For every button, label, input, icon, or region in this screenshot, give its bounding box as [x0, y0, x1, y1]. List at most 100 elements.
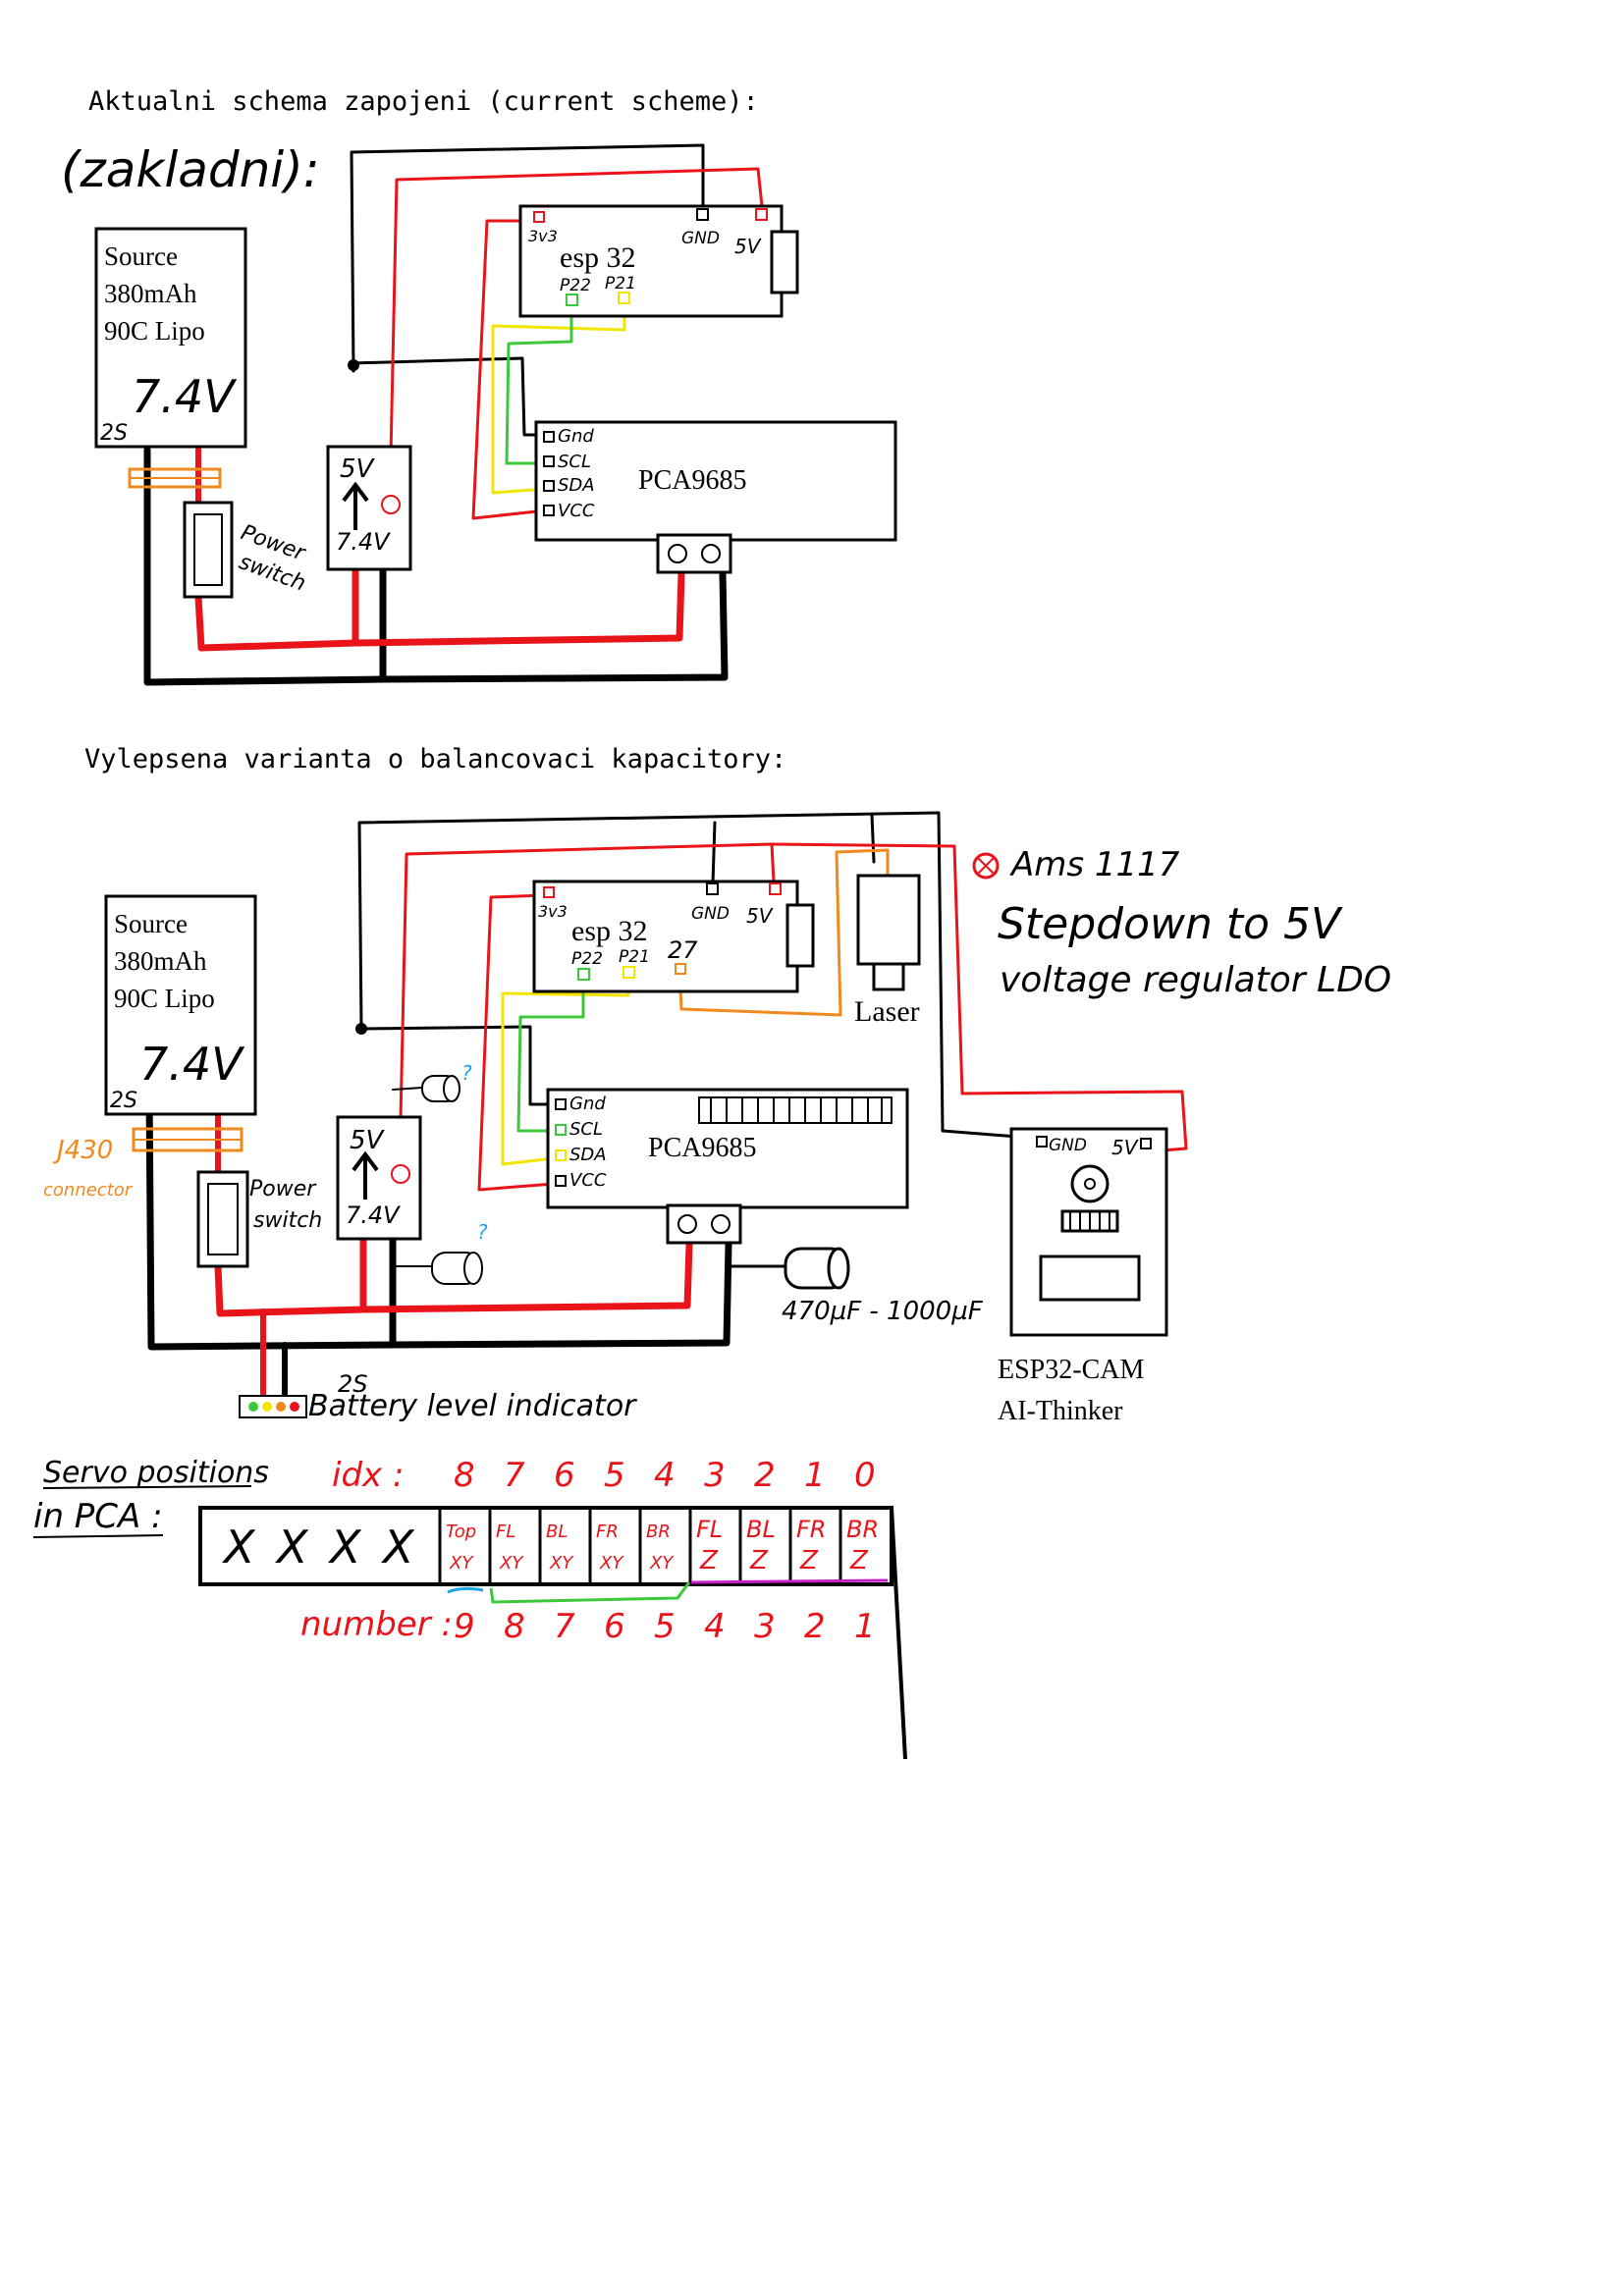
section-current-scheme: Aktualni schema zapojeni (current scheme… — [61, 86, 897, 686]
number-value: 3 — [754, 1607, 776, 1646]
battery2-line2: 380mAh — [114, 946, 207, 976]
servo-heading-2: in PCA : — [33, 1497, 163, 1536]
unused-slot-mark: X — [275, 1521, 309, 1574]
battery-source: Source 380mAh 90C Lipo 7.4V 2S — [94, 227, 247, 449]
servo-cell-top: BL — [746, 1516, 776, 1543]
servo-cell-top: BR — [846, 1516, 879, 1543]
number-value: 8 — [504, 1607, 525, 1646]
switch2-label-2: switch — [253, 1208, 322, 1233]
servo-cell-bottom: Z — [749, 1546, 769, 1575]
wire-gnd-pca — [350, 356, 548, 437]
pca-pin-gnd: Gnd — [558, 426, 594, 447]
wires-section1 — [143, 143, 764, 686]
section1-title: Aktualni schema zapojeni (current scheme… — [88, 86, 759, 117]
servo-cell-bottom: Z — [699, 1546, 719, 1575]
servo-cell-top: BL — [546, 1522, 568, 1542]
wire-5v-esp — [389, 167, 764, 458]
power-switch-2: Power switch — [196, 1170, 322, 1268]
laser-label: Laser — [854, 995, 920, 1028]
esp2-pin-p22: P22 — [571, 949, 603, 969]
wire-sda — [491, 297, 626, 495]
pca-header-pins — [698, 1096, 893, 1124]
battery-connector — [128, 467, 222, 489]
idx-value: 8 — [454, 1456, 475, 1495]
servo-cell-bottom: XY — [599, 1553, 624, 1574]
capacitor-value: 470µF - 1000µF — [782, 1297, 984, 1326]
idx-value: 4 — [654, 1456, 676, 1495]
esp-pin-3v3: 3v3 — [528, 227, 558, 245]
servo-cell-top: BR — [646, 1522, 671, 1542]
unused-slot-mark: X — [381, 1521, 415, 1574]
table-right-wall — [890, 1507, 907, 1760]
battery2-line3: 90C Lipo — [114, 984, 215, 1013]
indicator-cells: 2S — [338, 1370, 368, 1398]
esp-pin-gnd: GND — [681, 229, 720, 248]
ams-led-icon — [972, 852, 1000, 880]
regulator-in: 7.4V — [336, 528, 391, 556]
pca-pin-sda: SDA — [558, 475, 595, 496]
step-up-regulator-2: 5V 7.4V — [336, 1115, 422, 1241]
servo-cell-top: FL — [496, 1522, 515, 1542]
idx-label: idx : — [332, 1456, 404, 1495]
servo-cell-top: FR — [796, 1516, 826, 1543]
number-value: 4 — [704, 1607, 726, 1646]
wire-scl — [505, 300, 573, 465]
battery-line1: Source — [104, 241, 178, 271]
bracket-green — [489, 1581, 691, 1604]
servo-cell-top: Top — [446, 1522, 476, 1542]
esp2-pin-3v3: 3v3 — [538, 902, 568, 921]
regulator-arrow-icon — [342, 481, 369, 530]
capacitor1-question: ? — [461, 1061, 472, 1085]
wire2-3v3 — [477, 893, 556, 1192]
pca2-pin-vcc: VCC — [569, 1170, 607, 1191]
pca9685-board-2: Gnd SCL SDA VCC PCA9685 — [546, 1088, 909, 1245]
battery2-cells: 2S — [110, 1089, 137, 1113]
laser-module: Laser — [854, 874, 921, 1028]
pca9685-board: Gnd SCL SDA VCC PCA9685 — [534, 420, 897, 574]
battery-cells: 2S — [100, 421, 128, 446]
idx-value: 6 — [554, 1456, 575, 1495]
wire2-5v — [399, 842, 776, 1121]
servo-heading-1: Servo positions — [43, 1456, 269, 1490]
idx-value: 1 — [804, 1456, 826, 1495]
wire2-5v-cam — [770, 842, 1188, 1152]
pca2-name: PCA9685 — [648, 1133, 756, 1163]
esp-pin-5v: 5V — [734, 235, 762, 258]
unused-slot-mark: X — [328, 1521, 362, 1574]
cam-pin-5v: 5V — [1111, 1136, 1139, 1159]
regulator2-out: 5V — [350, 1126, 386, 1155]
battery2-voltage: 7.4V — [139, 1038, 245, 1091]
servo-cell-bottom: XY — [649, 1553, 675, 1574]
esp-name: esp 32 — [560, 241, 636, 274]
regulator2-led-icon — [391, 1164, 410, 1184]
unused-slot-mark: X — [222, 1521, 256, 1574]
pca2-pin-sda: SDA — [569, 1145, 607, 1165]
junction-dot — [348, 359, 359, 371]
capacitor-small-1: ? — [421, 1061, 472, 1102]
battery-level-indicator: 2S Battery level indicator — [239, 1370, 637, 1423]
pca2-pin-scl: SCL — [569, 1119, 603, 1140]
wire-gnd-esp — [350, 143, 705, 373]
wires-section2 — [145, 811, 1188, 1397]
wire2-gnd-loop — [357, 811, 1019, 1139]
number-value: 2 — [804, 1607, 826, 1646]
wire2-laser — [677, 848, 890, 1017]
capacitor-large: 470µF - 1000µF — [782, 1247, 984, 1326]
ams-line1: Ams 1117 — [1009, 845, 1180, 884]
servo-cell-bottom: XY — [499, 1553, 524, 1574]
esp32-cam-board: GND 5V ESP32-CAM AI-Thinker — [998, 1127, 1168, 1426]
pca-pin-scl: SCL — [558, 452, 591, 472]
wire-3v3-vcc — [471, 219, 548, 520]
idx-value: 3 — [704, 1456, 726, 1495]
esp32-board: 3v3 GND 5V esp 32 P22 P21 — [518, 204, 799, 318]
servo-cell-top: FL — [696, 1516, 723, 1543]
esp2-name: esp 32 — [571, 915, 648, 947]
number-value: 5 — [654, 1607, 676, 1646]
junction2-dot — [355, 1023, 367, 1035]
idx-value: 0 — [854, 1456, 876, 1495]
esp-pin-p21: P21 — [605, 274, 636, 294]
